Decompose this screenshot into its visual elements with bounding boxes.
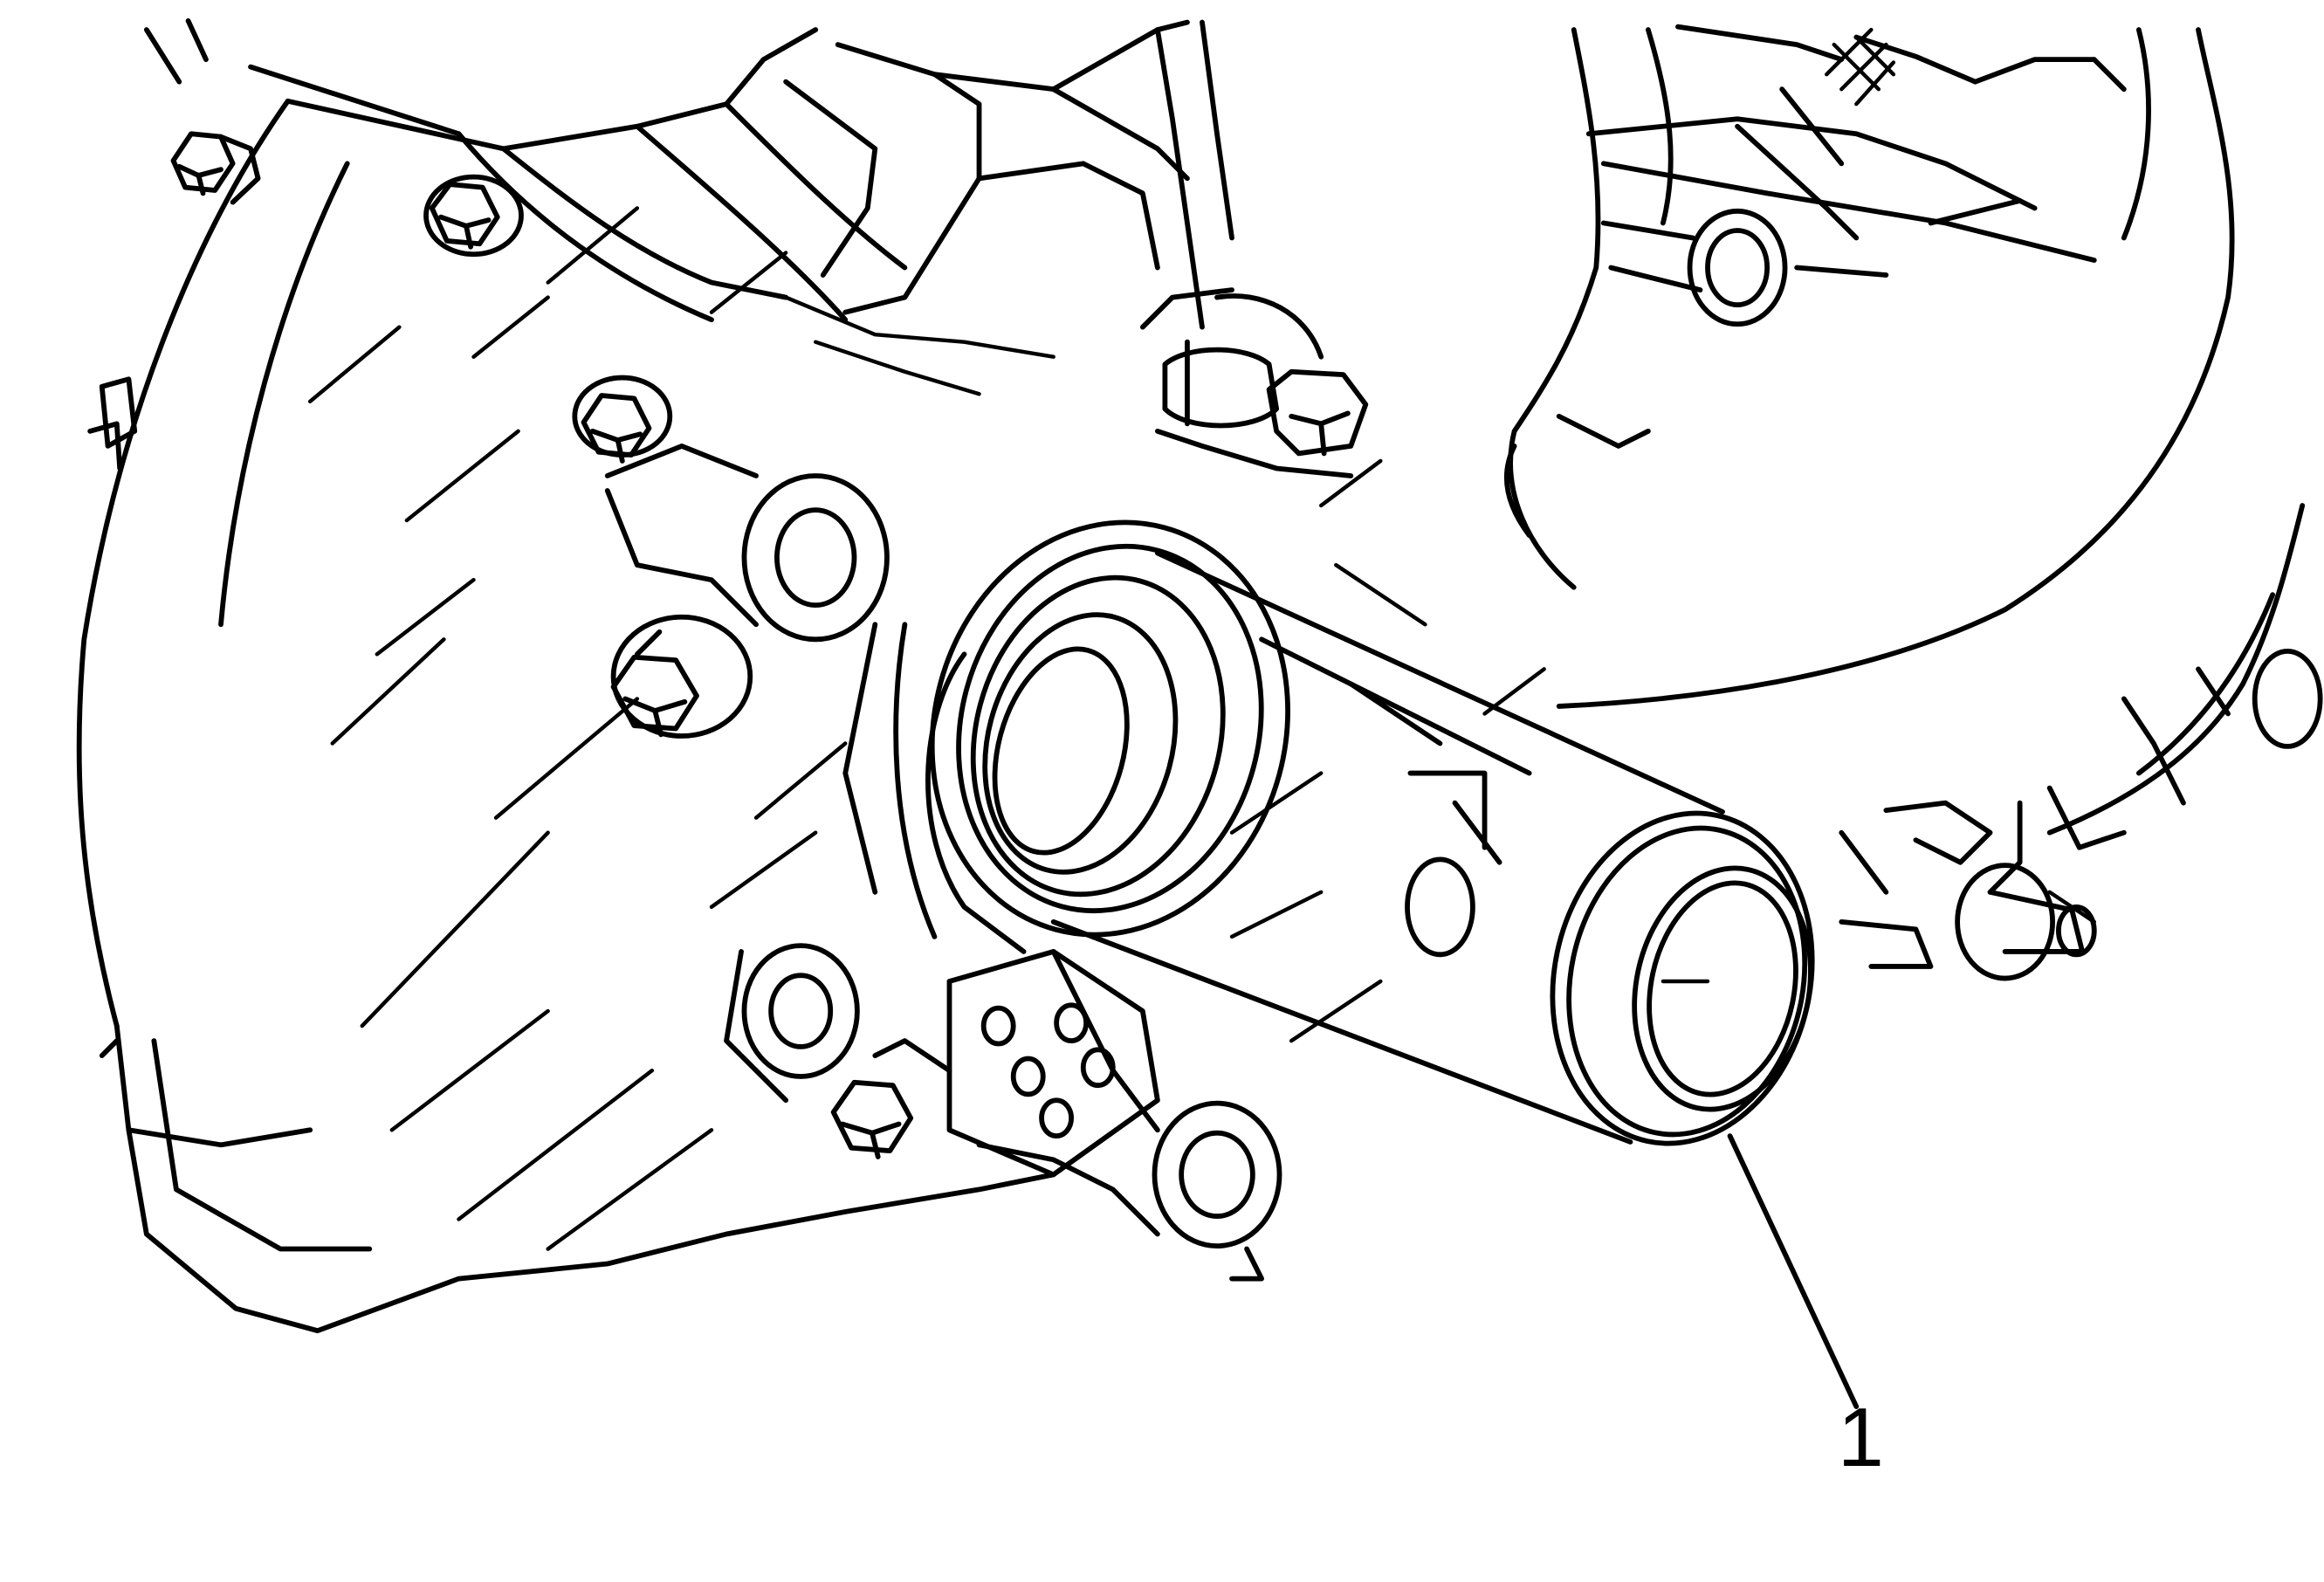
stud-plate (946, 949, 1160, 1178)
top-ribs (456, 19, 1234, 396)
callout-1: 1 (1727, 1133, 1884, 1484)
background-ribs (471, 206, 1546, 1043)
lug-right (1405, 770, 1502, 958)
bolt-1 (170, 131, 261, 205)
bearing-bore (842, 519, 1290, 954)
bolt-4 (610, 614, 753, 739)
lug-upper-left (604, 444, 890, 643)
right-rim (1839, 503, 2323, 969)
bolt-3 (572, 375, 673, 464)
bolt-6 (1139, 287, 1369, 478)
callout-label: 1 (1838, 1392, 1884, 1484)
bolt-7 (1955, 863, 2097, 981)
tube-end-seal (1550, 810, 1815, 1146)
bellhousing-right (1503, 24, 2235, 709)
lug-lower-left (724, 943, 860, 1104)
bolt-8 (830, 1038, 952, 1159)
housing-outline (76, 17, 1056, 1334)
bolt-2 (423, 174, 524, 258)
bolt-5 (87, 376, 138, 471)
guide-tube (1050, 550, 1725, 1145)
